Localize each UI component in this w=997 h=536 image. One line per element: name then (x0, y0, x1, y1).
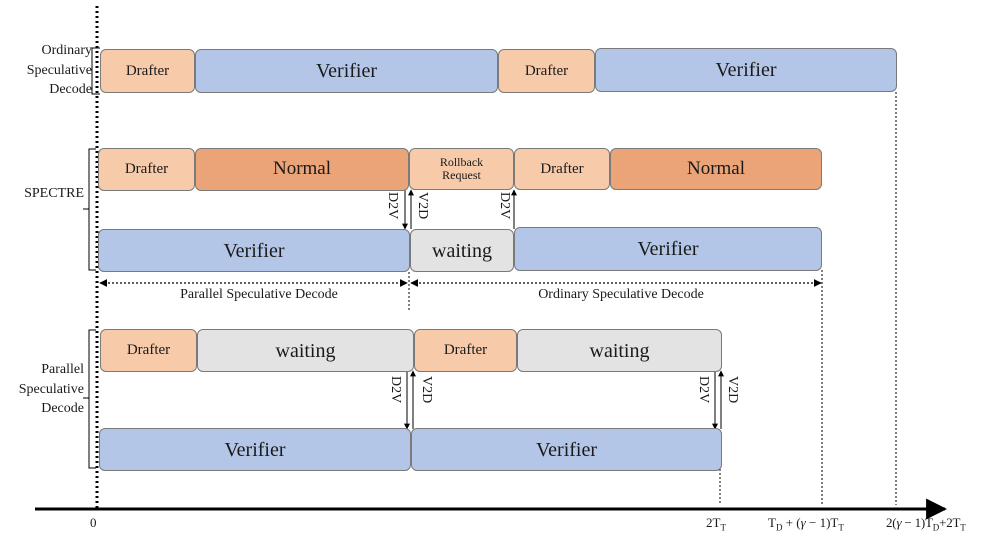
spectre-rollback-request: Rollback Request (409, 148, 514, 190)
ordinary-drafter-2: Drafter (498, 49, 595, 93)
spectre-d2v-label: D2V (385, 192, 400, 220)
spectre-waiting: waiting (410, 229, 514, 272)
spectre-v2d-label-1: V2D (415, 192, 430, 220)
spectre-drafter-1: Drafter (98, 148, 195, 191)
spectre-bracket (88, 148, 96, 271)
spectre-normal-2: Normal (610, 148, 822, 190)
parallel-segment-label: Parallel Speculative Decode (180, 287, 338, 302)
spectre-drafter-2: Drafter (514, 148, 610, 190)
parallel-v2d-label-1: V2D (419, 376, 434, 404)
parallel-v2d-label-2: V2D (725, 376, 740, 404)
parallel-waiting-2: waiting (517, 329, 722, 372)
parallel-verifier-1: Verifier (99, 428, 411, 471)
spectre-verifier-2: Verifier (514, 227, 822, 271)
parallel-verifier-2: Verifier (411, 428, 722, 471)
row-label-parallel: Parallel Speculative Decode (18, 362, 84, 417)
spectre-normal-1: Normal (195, 148, 409, 191)
spectre-v2d-label-2: D2V (497, 192, 512, 220)
spectre-verifier-1: Verifier (98, 229, 410, 272)
ordinary-bracket (91, 47, 100, 95)
axis-tick-td: TD + (γ − 1)TT (768, 515, 844, 533)
parallel-drafter-2: Drafter (414, 329, 517, 372)
row-label-spectre: SPECTRE (24, 186, 84, 201)
row-label-ordinary: Ordinary Speculative Decode (26, 43, 92, 98)
parallel-d2v-label-1: D2V (388, 376, 403, 404)
ordinary-verifier-2: Verifier (595, 48, 897, 92)
axis-tick-2tt: 2TT (706, 515, 726, 533)
parallel-waiting-1: waiting (197, 329, 414, 372)
axis-origin-label: 0 (90, 515, 97, 530)
parallel-bracket (88, 329, 96, 469)
parallel-drafter-1: Drafter (100, 329, 197, 372)
axis-tick-end: 2(γ − 1)TD+2TT (886, 515, 966, 533)
ordinary-drafter-1: Drafter (100, 49, 195, 93)
ordinary-segment-label: Ordinary Speculative Decode (538, 287, 704, 302)
parallel-d2v-label-2: D2V (696, 376, 711, 404)
ordinary-verifier-1: Verifier (195, 49, 498, 93)
